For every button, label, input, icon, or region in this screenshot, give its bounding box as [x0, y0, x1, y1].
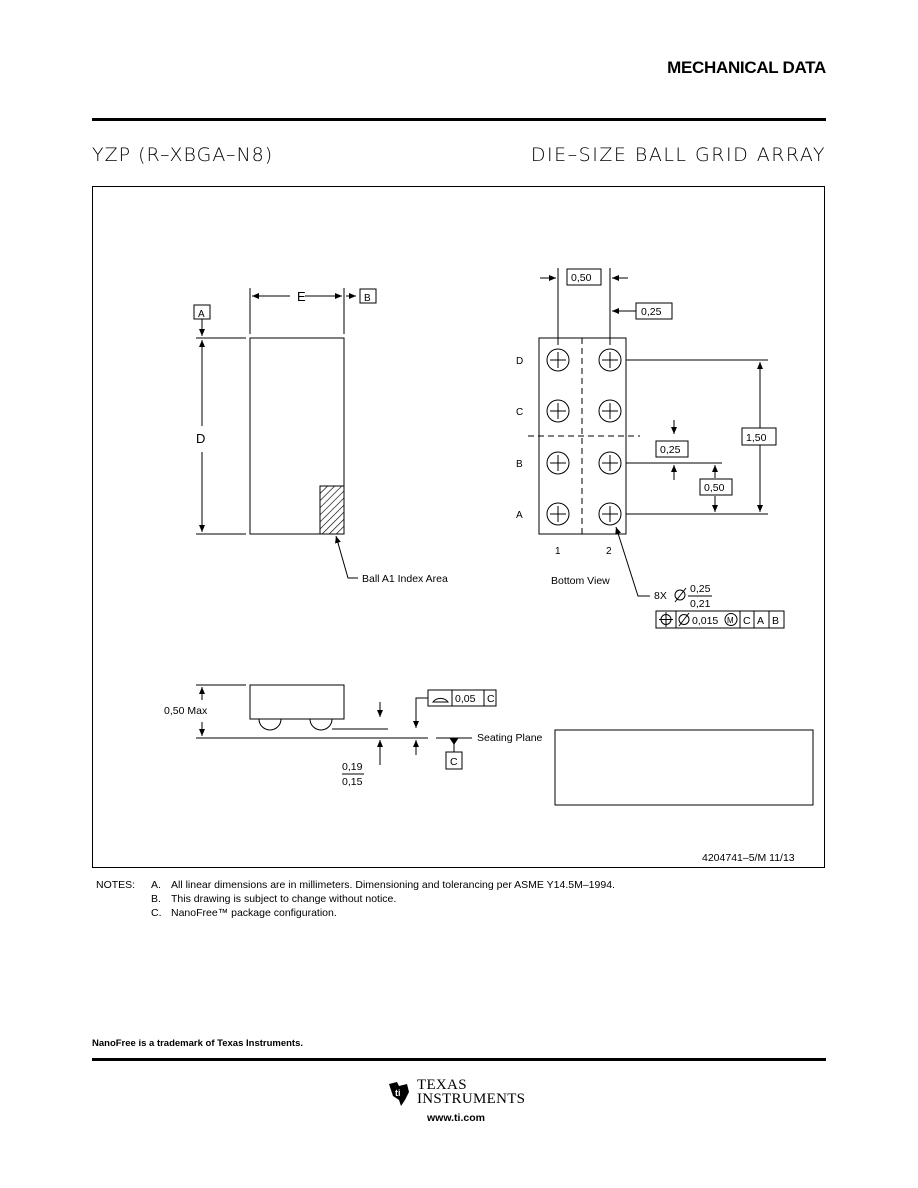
ball-dia-max: 0,25 [690, 583, 711, 595]
ball-dia-min: 0,21 [690, 598, 711, 610]
height-label: 0,50 Max [164, 705, 208, 717]
note-letter: A. [151, 879, 161, 891]
pitch-y-label: 0,50 [704, 482, 725, 494]
row-label-c: C [516, 407, 523, 418]
row-label-d: D [516, 356, 523, 367]
feature-control-frame [655, 610, 785, 629]
ball-qty: 8X [654, 590, 667, 602]
dim-e-label: E [297, 289, 306, 304]
datum-b-box [359, 288, 377, 304]
top-view [193, 288, 377, 579]
ti-logo: ti TEXAS INSTRUMENTS www.ti.com [385, 1076, 535, 1130]
side-body [249, 684, 345, 720]
note-letter: B. [151, 893, 161, 905]
note-text: This drawing is subject to change withou… [171, 893, 397, 905]
tol-datum-b: B [772, 615, 779, 627]
index-area-label: Ball A1 Index Area [362, 573, 448, 585]
index-area-hatch [319, 485, 345, 535]
drawing-number: 4204741–5/M 11/13 [702, 852, 795, 864]
offset-y-label: 0,25 [660, 444, 681, 456]
bottom-view [528, 268, 785, 629]
dim-d-label: D [196, 431, 205, 446]
website-link[interactable]: www.ti.com [427, 1112, 485, 1124]
span-y-label: 1,50 [746, 432, 767, 444]
footer-rule [92, 1058, 826, 1061]
ball-grid [546, 348, 622, 526]
pitch-x-label: 0,50 [571, 272, 592, 284]
note-letter: C. [151, 907, 162, 919]
standoff-max: 0,19 [342, 761, 363, 773]
datum-a-label: A [198, 309, 205, 320]
blank-box [554, 729, 814, 806]
side-view [196, 684, 814, 806]
seating-plane-label: Seating Plane [477, 732, 543, 744]
ti-state-icon: ti [389, 1082, 409, 1106]
svg-text:ti: ti [395, 1088, 401, 1098]
col-label-2: 2 [606, 546, 612, 557]
flatness-value: 0,05 [455, 693, 476, 705]
drawing-frame [92, 186, 825, 868]
row-label-b: B [516, 459, 523, 470]
package-outline [249, 337, 345, 535]
brand-line1: TEXAS [417, 1077, 467, 1093]
note-text: All linear dimensions are in millimeters… [171, 879, 615, 891]
datum-b-label: B [364, 293, 371, 304]
tol-datum-a: A [757, 615, 764, 627]
flatness-datum: C [487, 693, 495, 705]
offset-x-label: 0,25 [641, 306, 662, 318]
note-text: NanoFree™ package configuration. [171, 907, 337, 919]
header-rule [92, 118, 826, 121]
package-type: DIE–SIZE BALL GRID ARRAY [530, 144, 826, 166]
notes-label: NOTES: [96, 879, 136, 891]
standoff-min: 0,15 [342, 776, 363, 788]
row-label-a: A [516, 510, 523, 521]
trademark-note: NanoFree is a trademark of Texas Instrum… [92, 1038, 304, 1049]
brand-line2: INSTRUMENTS [417, 1091, 526, 1107]
section-title: MECHANICAL DATA [667, 58, 826, 77]
datum-c-label: C [450, 756, 458, 768]
tol-modifier: M [727, 616, 734, 625]
position-tolerance: 0,015 [692, 615, 718, 627]
col-label-1: 1 [555, 546, 561, 557]
package-code: YZP (R–XBGA–N8) [92, 144, 274, 166]
bottom-view-caption: Bottom View [551, 575, 610, 587]
notes-block: NOTES: A. All linear dimensions are in mil… [96, 878, 615, 920]
tol-datum-c: C [743, 615, 751, 627]
